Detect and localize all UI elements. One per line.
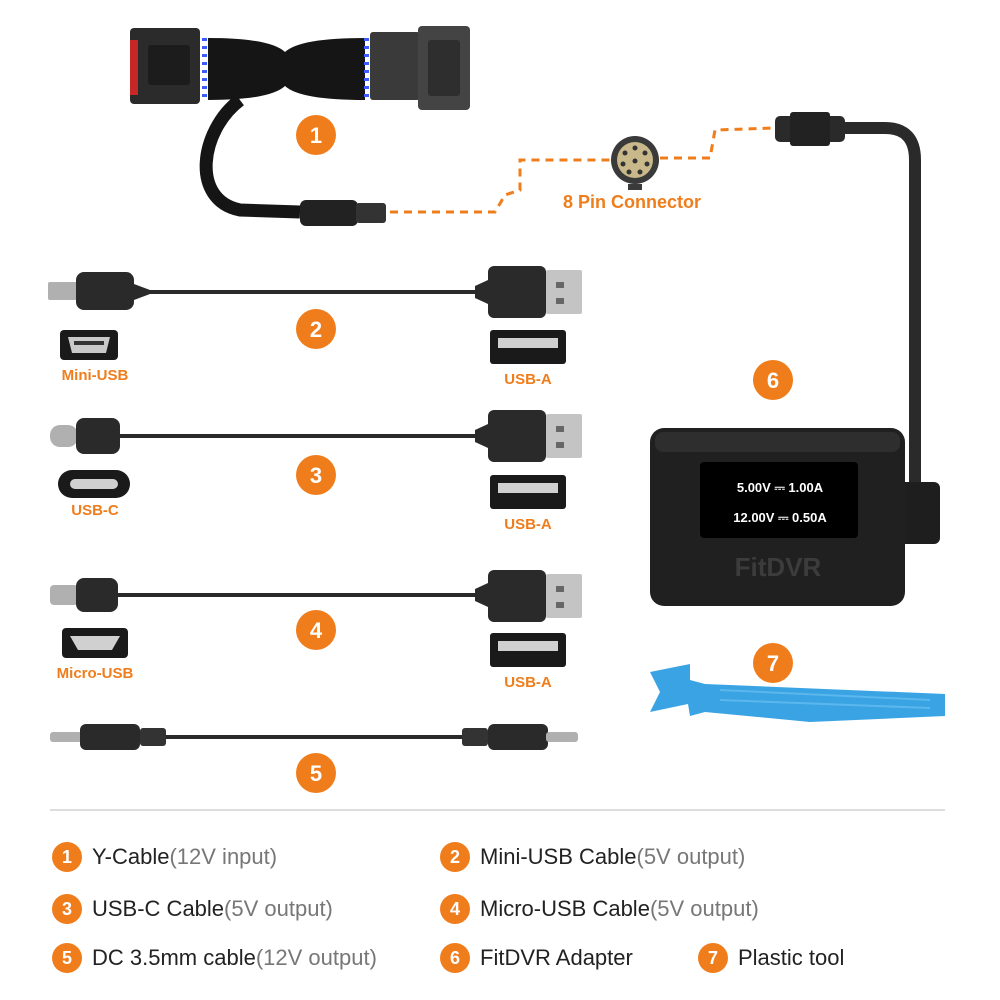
y-cable <box>130 26 470 226</box>
badge-1: 1 <box>296 115 336 155</box>
usb-a-label-4: USB-A <box>504 674 552 691</box>
y-cable-right-pins <box>364 38 369 97</box>
adapter-brand: FitDVR <box>735 552 822 582</box>
dashed-link-right <box>660 126 776 160</box>
badge-4: 4 <box>296 610 336 650</box>
fitdvr-adapter: 5.00V ⎓ 1.00A 12.00V ⎓ 0.50A FitDVR <box>650 428 905 606</box>
micro-usb-port-icon <box>62 628 128 658</box>
svg-text:3: 3 <box>310 463 322 488</box>
usb-a-port-icon-2 <box>490 330 566 364</box>
usb-a-label-3: USB-A <box>504 516 552 533</box>
usb-a-port-icon-3 <box>490 475 566 509</box>
y-cable-dc-plug <box>300 200 358 226</box>
mini-usb-label: Mini-USB <box>62 367 129 384</box>
plastic-pry-tool <box>650 664 945 722</box>
svg-text:6: 6 <box>767 368 779 393</box>
usb-a-port-icon-4 <box>490 633 566 667</box>
badge-5: 5 <box>296 753 336 793</box>
adapter-screen-line1: 5.00V ⎓ 1.00A <box>737 480 824 495</box>
adapter-screen-line2: 12.00V ⎓ 0.50A <box>733 510 827 525</box>
usb-a-label-2: USB-A <box>504 371 552 388</box>
y-cable-left-pins <box>202 38 207 97</box>
dashed-link-left <box>390 158 610 214</box>
dc-cable <box>50 724 578 750</box>
badge-6: 6 <box>753 360 793 400</box>
micro-usb-cable <box>50 570 582 622</box>
y-cable-right-connector <box>370 32 420 100</box>
y-cable-left-socket <box>148 45 190 85</box>
svg-text:1: 1 <box>310 123 322 148</box>
y-cable-braid <box>208 38 365 100</box>
8-pin-connector-icon <box>611 136 659 190</box>
usb-c-port-icon <box>58 470 130 498</box>
svg-text:5: 5 <box>310 761 322 786</box>
adapter-screen <box>700 462 858 538</box>
badge-3: 3 <box>296 455 336 495</box>
y-cable-branch <box>199 94 301 219</box>
mini-usb-cable <box>48 266 582 318</box>
connector-label: 8 Pin Connector <box>563 192 701 212</box>
svg-text:7: 7 <box>767 651 779 676</box>
mini-usb-port-icon <box>60 330 118 360</box>
micro-usb-label: Micro-USB <box>57 665 134 682</box>
usb-c-label: USB-C <box>71 502 119 519</box>
usb-c-cable <box>50 410 582 462</box>
svg-text:4: 4 <box>310 618 323 643</box>
adapter-input-cable <box>775 112 940 544</box>
y-cable-red-latch <box>130 40 138 95</box>
badge-2: 2 <box>296 309 336 349</box>
badge-7: 7 <box>753 643 793 683</box>
svg-text:2: 2 <box>310 317 322 342</box>
